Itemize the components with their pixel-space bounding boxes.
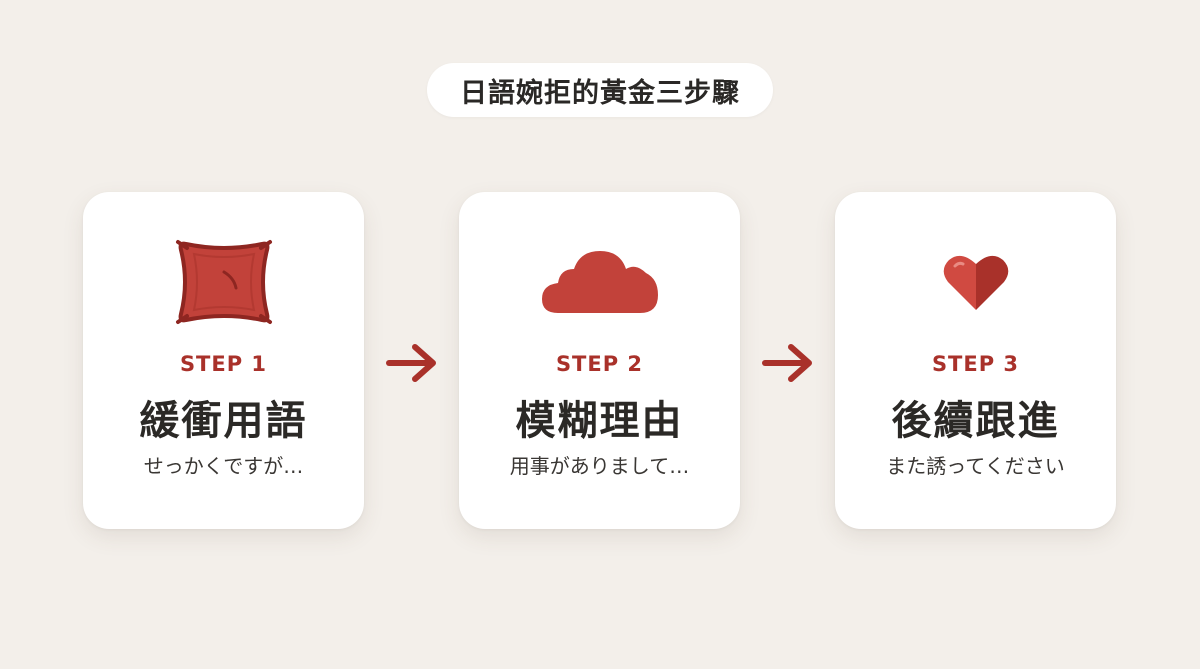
step-1-label: STEP 1 <box>179 352 268 376</box>
step-3-heading: 後續跟進 <box>891 398 1060 444</box>
title-pill: 日語婉拒的黃金三步驟 <box>427 63 773 117</box>
step-3-label: STEP 3 <box>931 352 1020 376</box>
step-2-label: STEP 2 <box>555 352 644 376</box>
cloud-icon <box>541 251 658 313</box>
pillow-icon <box>175 240 272 324</box>
step-2-icon-wrap <box>459 232 740 332</box>
heart-icon <box>943 255 1008 310</box>
step-2-heading: 模糊理由 <box>515 398 684 444</box>
step-card-1: STEP 1 緩衝用語 せっかくですが… <box>83 192 364 529</box>
step-card-3: STEP 3 後續跟進 また誘ってください <box>835 192 1116 529</box>
step-1-icon-wrap <box>83 232 364 332</box>
arrow-right-icon <box>386 344 436 382</box>
arrow-right-icon <box>762 344 812 382</box>
step-1-example: せっかくですが… <box>143 454 304 478</box>
step-card-2: STEP 2 模糊理由 用事がありまして… <box>459 192 740 529</box>
step-2-example: 用事がありまして… <box>509 454 690 478</box>
page-title: 日語婉拒的黃金三步驟 <box>460 77 740 109</box>
step-3-icon-wrap <box>835 232 1116 332</box>
step-1-heading: 緩衝用語 <box>139 398 308 444</box>
step-3-example: また誘ってください <box>886 454 1065 478</box>
